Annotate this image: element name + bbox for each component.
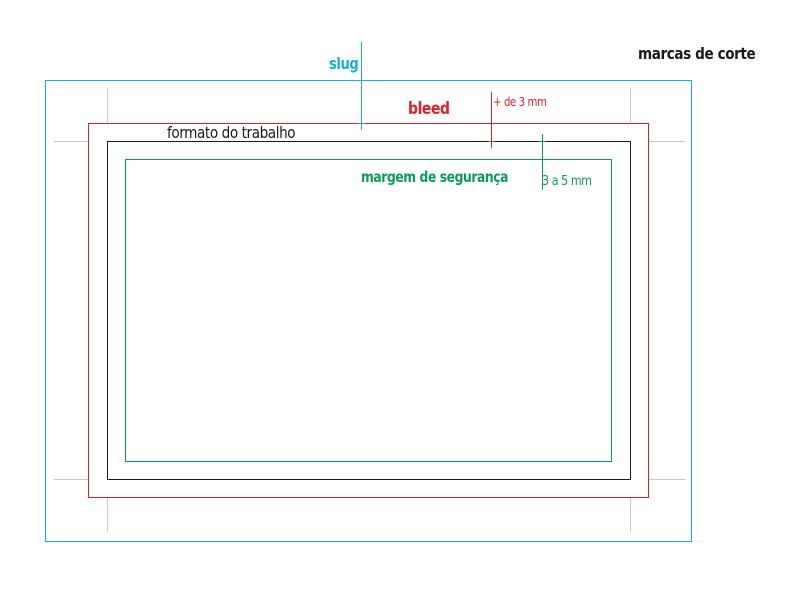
safety-measure-label: 3 a 5 mm bbox=[542, 174, 592, 189]
slug-measure-marker bbox=[358, 42, 365, 130]
job-format-area bbox=[107, 141, 631, 480]
job-format-label: formato do trabalho bbox=[167, 123, 296, 142]
bleed-measure-label: + de 3 mm bbox=[493, 95, 547, 109]
crop-marks-label: marcas de corte bbox=[638, 44, 756, 63]
slug-label: slug bbox=[329, 54, 359, 73]
bleed-label: bleed bbox=[408, 99, 450, 119]
safety-margin-area bbox=[125, 159, 612, 462]
safety-margin-label: margem de segurança bbox=[361, 168, 509, 186]
bleed-measure-marker bbox=[488, 92, 495, 148]
bleed-area bbox=[88, 123, 649, 498]
slug-area bbox=[45, 80, 692, 542]
crop-marks bbox=[54, 88, 685, 532]
safety-measure-marker bbox=[539, 134, 546, 190]
